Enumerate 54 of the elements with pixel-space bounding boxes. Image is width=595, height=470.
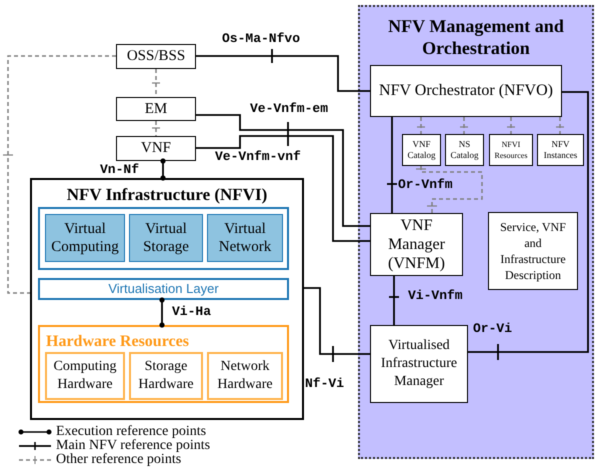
group-panel — [30, 178, 304, 420]
legend-text: Execution reference points — [56, 425, 206, 439]
edge-label: Or-Vnfm — [398, 178, 453, 192]
connector-line — [393, 276, 395, 325]
dashed-connector — [7, 55, 116, 294]
group-heading: Hardware Resources — [46, 332, 189, 352]
connector-line — [196, 114, 370, 227]
component-box: VNF Manager (VNFM) — [370, 213, 463, 276]
group-box — [38, 207, 289, 270]
edge-label: Or-Vi — [473, 322, 512, 336]
component-box: Virtualised Infrastructure Manager — [370, 325, 468, 403]
edge-label: Vi-Ha — [172, 305, 212, 319]
edge-label: Vn-Nf — [100, 163, 140, 177]
dashed-connector — [510, 117, 512, 134]
execution-connector — [160, 158, 166, 181]
component-box: Virtual Network — [207, 214, 283, 262]
connector-line — [468, 91, 589, 353]
dashed-connector — [155, 121, 157, 136]
component-box: NFV Instances — [537, 134, 584, 166]
dashed-connector — [559, 117, 561, 134]
component-box: Virtual Computing — [45, 214, 125, 262]
dashed-connector — [463, 117, 465, 134]
connector-line — [391, 117, 393, 213]
component-box: Virtual Storage — [129, 214, 203, 262]
dashed-connector — [420, 166, 483, 213]
group-panel — [358, 5, 594, 459]
component-box: VNF Catalog — [402, 134, 441, 166]
connector-line — [196, 55, 370, 92]
component-box: Network Hardware — [207, 352, 283, 400]
execution-connector — [159, 297, 165, 328]
component-box: NFV Orchestrator (NFVO) — [370, 65, 562, 117]
dashed-connector — [420, 117, 422, 134]
component-box: VNF — [116, 136, 196, 161]
component-box: Storage Hardware — [129, 352, 203, 400]
component-box: NS Catalog — [445, 134, 484, 166]
component-box: Virtualisation Layer — [38, 278, 289, 300]
edge-label: Os-Ma-Nfvo — [222, 32, 300, 46]
legend-text: Other reference points — [56, 453, 182, 467]
group-heading: NFV Management and Orchestration — [387, 15, 565, 59]
edge-label: Ve-Vnfm-vnf — [215, 150, 301, 164]
edge-label: Ve-Vnfm-em — [250, 102, 328, 116]
connector-line — [304, 287, 370, 355]
edge-label: Vi-Vnfm — [408, 289, 463, 303]
group-heading: NFV Infrastructure (NFVI) — [66, 184, 268, 206]
component-box: NFVI Resources — [489, 134, 533, 166]
connector-line — [196, 135, 370, 242]
component-box: Computing Hardware — [45, 352, 125, 400]
component-box: Service, VNF and Infrastructure Description — [488, 212, 578, 290]
component-box: EM — [116, 97, 196, 121]
group-panel — [38, 325, 289, 403]
component-box: OSS/BSS — [116, 44, 196, 69]
edge-label: Nf-Vi — [305, 377, 344, 391]
legend-text: Main NFV reference points — [56, 439, 210, 453]
dashed-connector — [155, 69, 157, 97]
